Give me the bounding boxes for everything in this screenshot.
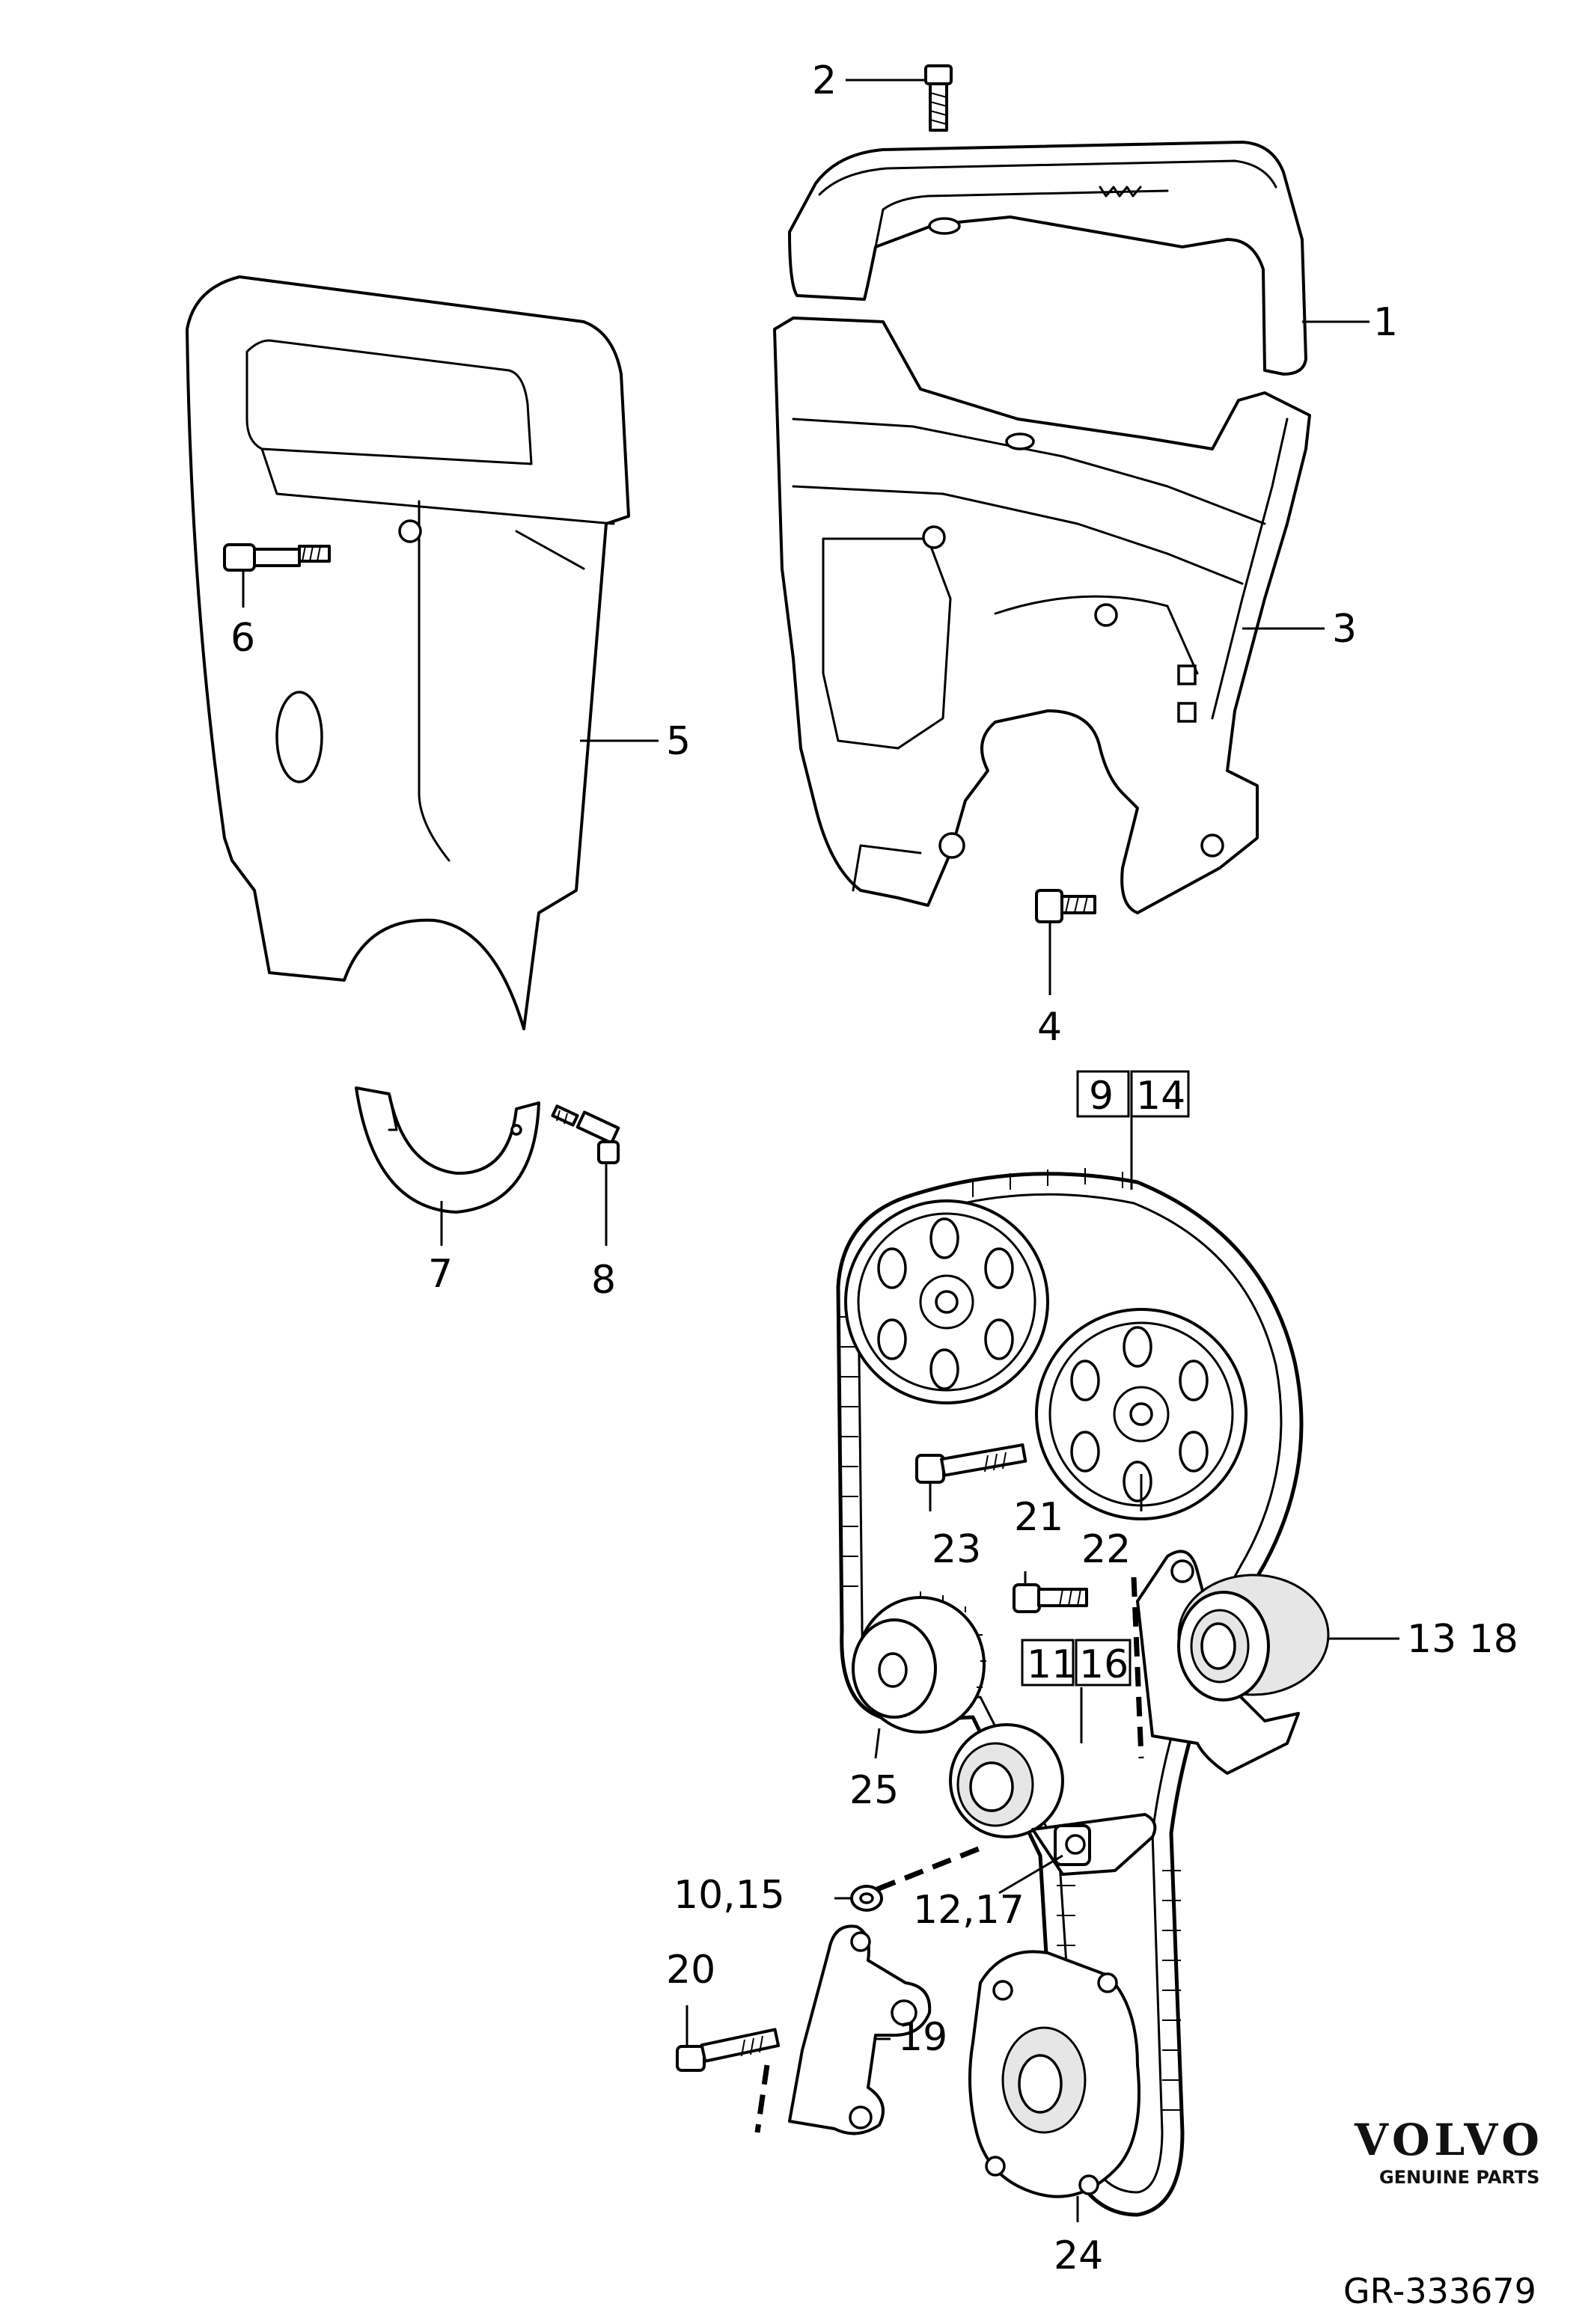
part-inner-cover [773,317,1311,914]
part-bolt-20 [676,2028,781,2072]
reference-number: GR-333679 [1343,2271,1536,2311]
callout-25: 25 [849,1768,899,1813]
callout-9-box [1076,1070,1130,1118]
callouts: 2 1 3 4 5 6 7 8 9 14 13 18 11 16 25 23 2… [230,58,1518,2278]
part-outer-cover [186,275,630,1030]
part-bolt-23 [915,1443,1027,1484]
callout-16-box [1075,1639,1132,1687]
part-bracket-19 [754,1924,932,2135]
callout-9: 9 [1089,1074,1114,1119]
brand-block: VOLVO GENUINE PARTS GR-333679 [1343,2114,1544,2311]
callout-24: 24 [1054,2233,1103,2278]
part-washer [850,1845,982,1912]
idler-bracket [1131,1550,1330,1775]
part-bolt-21 [1013,1583,1088,1613]
part-lower-shield [355,1086,540,1214]
callout-21: 21 [1014,1495,1063,1540]
callout-6: 6 [230,616,255,661]
genuine-parts-label: GENUINE PARTS [1379,2167,1539,2188]
callout-2: 2 [812,58,837,103]
callout-14-box [1130,1070,1190,1118]
tensioner-pulley [949,1723,1157,1876]
camshaft-pulley-left [844,1199,1049,1404]
upper-cover-boss [928,217,961,235]
callout-13-18: 13 18 [1407,1617,1518,1662]
callout-10-15: 10,15 [674,1873,785,1918]
callout-1: 1 [1373,300,1398,345]
callout-14: 14 [1136,1074,1185,1119]
part-upper-cover [788,141,1307,376]
part-bolt-8 [551,1104,620,1164]
callout-20: 20 [666,1948,715,1993]
outer-cover-slot [275,691,323,783]
part-bolt-4 [1035,889,1096,923]
callout-12-17: 12,17 [913,1888,1024,1933]
leader-lines [242,79,1399,2222]
callout-5: 5 [666,719,691,764]
callout-4: 4 [1037,1005,1062,1050]
crank-pulley-25 [852,1591,986,1734]
part-bolt-6 [223,543,331,572]
callout-16: 16 [1079,1642,1129,1687]
part-bolt-2 [924,64,953,132]
callout-7: 7 [428,1252,453,1297]
camshaft-pulley-22 [1035,1308,1248,1520]
callout-11: 11 [1027,1642,1076,1687]
callout-19: 19 [898,2015,947,2060]
callout-11-box [1021,1639,1075,1687]
callout-8: 8 [591,1258,616,1303]
callout-22: 22 [1081,1527,1131,1572]
callout-23: 23 [932,1527,981,1572]
callout-3: 3 [1332,607,1357,652]
part-water-pump-24 [968,1950,1140,2198]
volvo-logo: VOLVO [1354,2114,1544,2165]
